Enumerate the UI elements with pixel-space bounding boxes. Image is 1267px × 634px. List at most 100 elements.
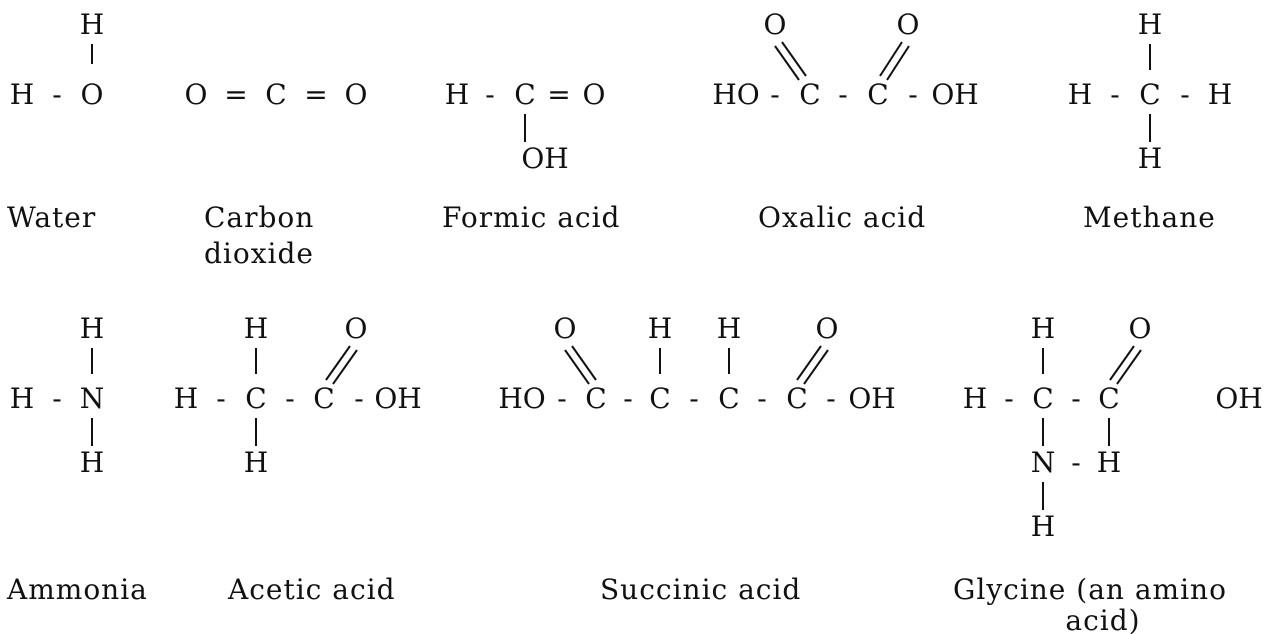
atom-oxalic-oh: OH — [931, 78, 978, 111]
caption-formic-acid: Formic acid — [442, 201, 620, 234]
bond-succinic-double-right-b — [803, 349, 829, 385]
atom-glycine-o-top: O — [1129, 312, 1152, 345]
bond-succinic-double-left-a — [571, 345, 597, 381]
atom-ammonia-h-bottom: H — [80, 446, 104, 479]
caption-methane: Methane — [1083, 201, 1216, 234]
bond-mark-acetic-2: - — [285, 382, 294, 415]
caption-co2-line-1: Carbon — [204, 201, 314, 234]
bond-mark-oxalic-3: - — [908, 78, 917, 111]
bond-acetic-double-a — [325, 345, 351, 381]
atom-oxalic-c-right: C — [867, 78, 888, 111]
molecule-oxalic-acid: O O HO - C - C - OH Oxalic acid — [712, 8, 978, 234]
molecule-water: H H - O Water — [7, 8, 104, 234]
caption-glycine-line-2: acid) — [1065, 604, 1140, 634]
atom-co2-o-left: O — [185, 78, 208, 111]
molecule-ammonia: H H - N H Ammonia — [6, 312, 148, 606]
caption-oxalic-acid: Oxalic acid — [758, 201, 926, 234]
atom-co2-c: C — [265, 78, 286, 111]
bond-mark-acetic-1: - — [216, 382, 225, 415]
atom-water-h-top: H — [80, 8, 104, 41]
atom-glycine-n: N — [1031, 446, 1056, 479]
atom-oxalic-ho: HO — [712, 78, 759, 111]
bond-glycine-double-a — [1109, 345, 1135, 381]
bond-mark-water-1: - — [52, 78, 61, 111]
atom-glycine-h-bottom: H — [1031, 510, 1055, 543]
atom-glycine-c-1: C — [1032, 382, 1053, 415]
bond-glycine-double-b — [1116, 349, 1142, 385]
bond-mark-glycine-3: - — [1071, 446, 1080, 479]
atom-succinic-o-right: O — [816, 312, 839, 345]
bond-mark-methane-2: - — [1180, 78, 1189, 111]
bond-oxalic-double-left-a — [781, 41, 807, 77]
caption-water: Water — [7, 201, 96, 234]
atom-methane-h-left: H — [1068, 78, 1092, 111]
atom-succinic-h-1: H — [648, 312, 672, 345]
bond-mark-methane-1: - — [1110, 78, 1119, 111]
atom-ammonia-n: N — [80, 382, 105, 415]
molecule-formic-acid: H - C = O OH Formic acid — [442, 78, 620, 234]
atom-succinic-c-1: C — [585, 382, 606, 415]
atom-succinic-c-3: C — [718, 382, 739, 415]
atom-acetic-h-top: H — [244, 312, 268, 345]
bond-mark-co2-2: = — [304, 78, 327, 111]
atom-acetic-c-1: C — [245, 382, 266, 415]
atom-glycine-oh: OH — [1215, 382, 1262, 415]
molecule-acetic-acid: H O H - C - C - OH H Acetic acid — [174, 312, 422, 606]
bond-mark-succinic-3: - — [689, 382, 698, 415]
atom-glycine-h-top: H — [1031, 312, 1055, 345]
atom-acetic-o-top: O — [345, 312, 368, 345]
bond-mark-formic-2: = — [547, 78, 570, 111]
bond-oxalic-double-left-b — [774, 45, 800, 81]
bond-succinic-double-left-b — [564, 349, 590, 385]
atom-formic-o: O — [583, 78, 606, 111]
atom-succinic-ho: HO — [498, 382, 545, 415]
atom-acetic-h-left: H — [174, 382, 198, 415]
atom-glycine-nh-h: H — [1097, 446, 1121, 479]
atom-oxalic-o-right: O — [897, 8, 920, 41]
bond-mark-oxalic-2: - — [838, 78, 847, 111]
atom-formic-h: H — [445, 78, 469, 111]
atom-succinic-oh: OH — [848, 382, 895, 415]
bond-mark-ammonia-1: - — [52, 382, 61, 415]
bond-acetic-double-b — [332, 349, 358, 385]
atom-glycine-c-2: C — [1098, 382, 1119, 415]
bond-mark-succinic-4: - — [757, 382, 766, 415]
bond-mark-formic-1: - — [485, 78, 494, 111]
caption-ammonia: Ammonia — [6, 573, 148, 606]
bond-succinic-double-right-a — [796, 345, 822, 381]
bond-mark-glycine-1: - — [1004, 382, 1013, 415]
bond-oxalic-double-right-b — [886, 45, 910, 81]
atom-acetic-oh: OH — [374, 382, 421, 415]
bond-mark-oxalic-1: - — [770, 78, 779, 111]
caption-acetic-acid: Acetic acid — [227, 573, 396, 606]
molecule-glycine: H O H - C - C OH N - H H Glycine (an ami… — [953, 312, 1263, 634]
atom-co2-o-right: O — [345, 78, 368, 111]
bond-mark-glycine-2: - — [1071, 382, 1080, 415]
bond-mark-co2-1: = — [224, 78, 247, 111]
atom-glycine-h-left: H — [963, 382, 987, 415]
atom-succinic-c-4: C — [786, 382, 807, 415]
atom-oxalic-c-left: C — [799, 78, 820, 111]
atom-water-o: O — [81, 78, 104, 111]
bond-mark-succinic-2: - — [623, 382, 632, 415]
atom-acetic-h-bottom: H — [244, 446, 268, 479]
atom-water-h-left: H — [10, 78, 34, 111]
atom-methane-h-top: H — [1138, 8, 1162, 41]
bond-mark-succinic-5: - — [826, 382, 835, 415]
atom-ammonia-h-top: H — [80, 312, 104, 345]
atom-succinic-o-left: O — [554, 312, 577, 345]
atom-methane-h-right: H — [1208, 78, 1232, 111]
atom-oxalic-o-left: O — [764, 8, 787, 41]
atom-acetic-c-2: C — [313, 382, 334, 415]
caption-co2-line-2: dioxide — [204, 237, 314, 270]
caption-succinic-acid: Succinic acid — [600, 573, 801, 606]
caption-glycine-line-1: Glycine (an amino — [953, 573, 1227, 606]
molecule-succinic-acid: O H H O HO - C - C - C - C - OH Succinic… — [498, 312, 895, 606]
bond-oxalic-double-right-a — [879, 41, 903, 77]
atom-methane-c: C — [1139, 78, 1160, 111]
atom-methane-h-bottom: H — [1138, 142, 1162, 175]
atom-formic-oh: OH — [521, 142, 568, 175]
bond-mark-succinic-1: - — [557, 382, 566, 415]
atom-succinic-h-2: H — [717, 312, 741, 345]
